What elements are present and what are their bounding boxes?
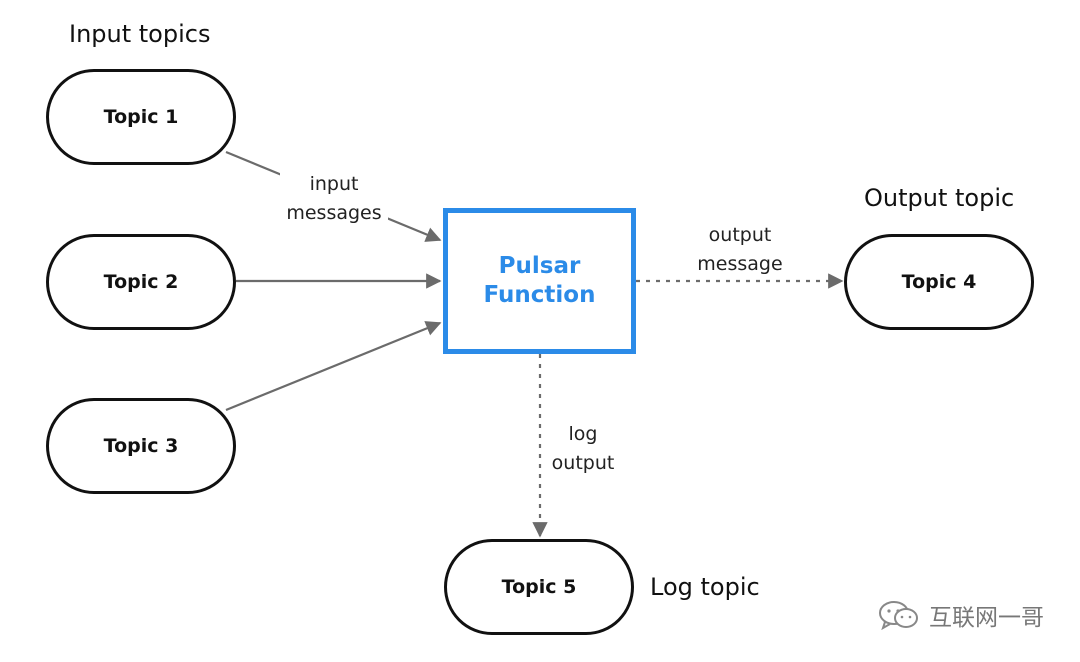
- output-message-line2: message: [697, 253, 783, 275]
- edge-topic3-to-function: [225, 321, 442, 412]
- output-topic-heading: Output topic: [864, 184, 1015, 212]
- log-topic-heading: Log topic: [650, 573, 760, 601]
- topic-5-node: Topic 5: [444, 539, 634, 635]
- log-output-line2: output: [551, 452, 615, 474]
- function-label-line2: Function: [483, 282, 596, 308]
- wechat-icon: [879, 601, 918, 630]
- input-messages-line2: messages: [286, 202, 382, 224]
- function-label-line1: Pulsar: [498, 253, 581, 279]
- input-messages-line1: input: [309, 173, 359, 195]
- topic-2-node: Topic 2: [46, 234, 236, 330]
- pulsar-function-node: Pulsar Function: [443, 208, 636, 354]
- topic-4-node: Topic 4: [844, 234, 1034, 330]
- output-message-label: output message: [690, 221, 790, 279]
- input-messages-label: input messages: [280, 170, 388, 228]
- log-output-line1: log: [568, 423, 598, 445]
- output-message-line1: output: [708, 224, 772, 246]
- log-output-label: log output: [546, 420, 620, 478]
- topic-3-node: Topic 3: [46, 398, 236, 494]
- watermark-text: 互联网一哥: [929, 605, 1044, 631]
- input-topics-heading: Input topics: [69, 20, 211, 48]
- topic-1-node: Topic 1: [46, 69, 236, 165]
- watermark: 互联网一哥: [877, 598, 1044, 632]
